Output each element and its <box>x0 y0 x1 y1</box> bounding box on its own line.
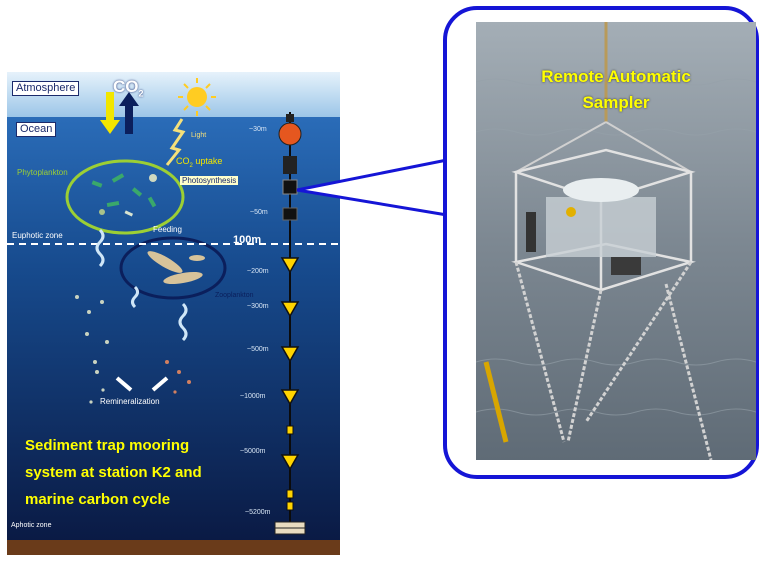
title-line: marine carbon cycle <box>25 491 171 508</box>
seafloor <box>7 540 340 555</box>
title-line: Sediment trap mooring <box>25 437 190 454</box>
depth-label: ~5000m <box>240 448 266 455</box>
sinking-particles <box>75 295 191 404</box>
zooplankton-ellipse <box>119 236 227 300</box>
connector-fill <box>297 160 447 215</box>
sample-bottles <box>546 197 656 257</box>
photo-title-line: Sampler <box>582 93 650 112</box>
co2-up-arrow-icon <box>119 92 139 134</box>
chains <box>514 261 713 460</box>
remineralization-arrow-left <box>115 376 133 392</box>
feeding-label: Feeding <box>153 225 182 234</box>
depth-label: ~5200m <box>245 509 271 516</box>
title-line: system at station K2 and <box>25 464 202 481</box>
diagram-background <box>7 72 340 555</box>
depth-label: ~200m <box>247 268 269 275</box>
depth-100m-label: 100m <box>233 234 262 246</box>
depth-label: ~30m <box>249 126 267 133</box>
co2-text: CO <box>113 77 139 96</box>
phytoplankton-label: Phytoplankton <box>17 168 68 177</box>
buoy-icon <box>278 122 302 146</box>
depth-label: ~50m <box>250 209 268 216</box>
sampler-sensor <box>566 207 576 217</box>
instrument-1 <box>283 156 297 174</box>
zooplankton-bodies <box>147 251 205 285</box>
yellow-float-line <box>483 361 509 443</box>
connector-line-top <box>296 158 448 192</box>
zooplankton-label: Zooplankton <box>215 292 254 299</box>
co2-label: CO2 <box>113 77 144 98</box>
photosynthesis-label: Photosynthesis <box>180 176 239 185</box>
sun-rays <box>178 78 216 116</box>
carbon-cycle-diagram: Atmosphere Ocean CO2 Light CO2 uptake Ph… <box>7 72 340 555</box>
float-3 <box>286 501 294 511</box>
buoy-cap <box>286 114 294 122</box>
sediment-traps <box>280 257 300 471</box>
remote-sampler-icon <box>282 179 298 195</box>
remineralization-arrow-right <box>151 376 169 392</box>
connector-line-bottom <box>296 188 448 217</box>
wave-texture <box>476 78 756 416</box>
light-ray-icon <box>165 118 186 166</box>
photo-title-line: Remote Automatic <box>541 67 691 86</box>
bridle-left <box>515 121 607 173</box>
photo-title: Remote Automatic Sampler <box>476 64 756 116</box>
depth-label: ~1000m <box>240 393 266 400</box>
instrument-2 <box>282 207 298 221</box>
diagram-title: Sediment trap mooring system at station … <box>25 432 202 513</box>
atmosphere-label: Atmosphere <box>12 81 80 96</box>
sun-icon <box>187 87 207 107</box>
co2-down-arrow-icon <box>100 92 120 134</box>
sinking-arrows <box>95 228 188 342</box>
aphotic-zone-label: Aphotic zone <box>11 522 52 529</box>
float-1 <box>286 425 294 435</box>
sampler-top-disk <box>563 178 639 202</box>
co2-uptake-subscript: 2 <box>189 162 193 169</box>
sampler-battery <box>526 212 536 252</box>
depth-label: ~300m <box>247 303 269 310</box>
depth-label: ~500m <box>247 346 269 353</box>
remineralization-label: Remineralization <box>100 397 160 406</box>
light-label: Light <box>191 132 207 139</box>
sampler-photo <box>476 22 756 460</box>
float-2 <box>286 489 294 499</box>
co2-uptake-suffix: uptake <box>192 156 223 166</box>
phytoplankton-cells <box>91 173 157 217</box>
co2-uptake-label: CO2 uptake <box>176 156 222 169</box>
phytoplankton-ellipse <box>65 159 185 235</box>
sampler-photo-image <box>476 22 756 460</box>
co2-subscript: 2 <box>138 88 144 99</box>
sampler-pump <box>611 257 641 275</box>
ocean-label: Ocean <box>16 122 57 137</box>
bridle-right <box>605 121 692 173</box>
co2-uptake-text: CO <box>176 156 190 166</box>
euphotic-zone-label: Euphotic zone <box>12 231 63 240</box>
